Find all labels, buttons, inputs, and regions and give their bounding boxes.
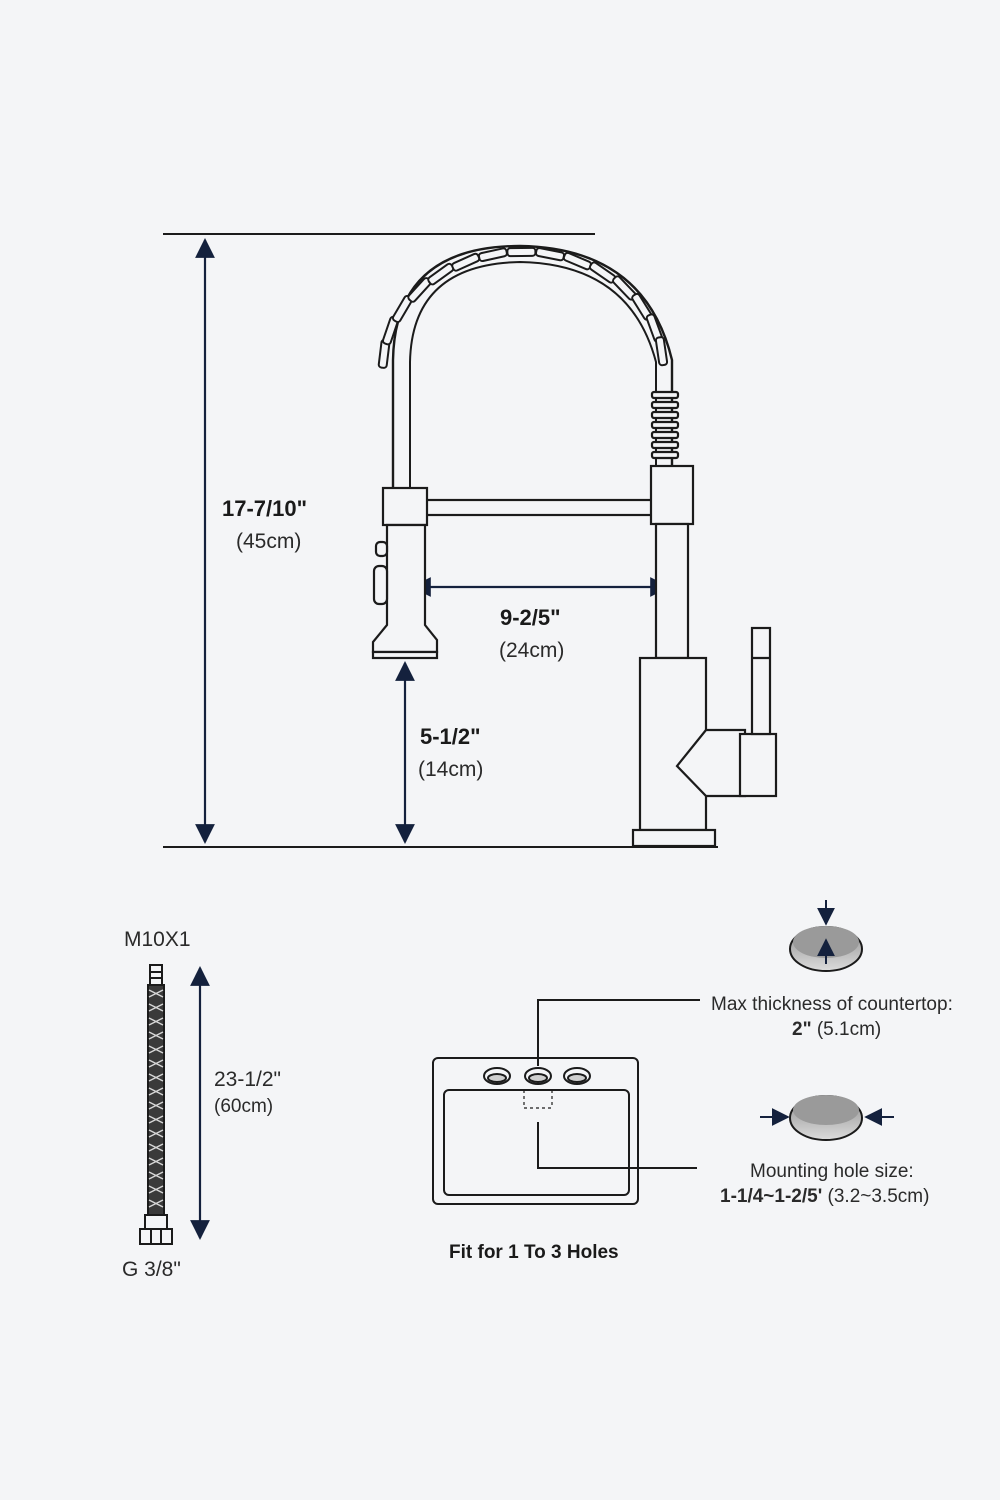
hose-braid-strand: [148, 1059, 164, 1068]
sprayer-button-bottom: [372, 564, 389, 606]
hose-length-metric: (60cm): [214, 1096, 274, 1117]
hose-braid-strand: [148, 1017, 164, 1026]
sprayer-nozzle: [371, 650, 439, 660]
mounting-hole-label: Mounting hole size:: [750, 1161, 914, 1182]
spring-coils: [377, 246, 669, 369]
sink-hole-right: [563, 1067, 591, 1085]
mounting-hole-icon: [760, 1095, 894, 1141]
total-height-label: 17-7/10": [222, 496, 308, 521]
mounting-hole-bold: 1-1/4~1-2/5': [720, 1186, 823, 1207]
faucet-base: [631, 828, 717, 848]
hose-braid-strand: [148, 1045, 164, 1054]
mounting-hole-metric: (3.2~3.5cm): [827, 1186, 930, 1207]
spring-coil: [654, 336, 669, 367]
hose-braid-strand: [148, 1101, 164, 1110]
spring-arch-inner: [409, 260, 657, 488]
countertop-leader-line: [537, 999, 700, 1066]
hose-braid-strand: [148, 989, 164, 998]
hose-bottom-fitting: [144, 1214, 168, 1230]
hose-length-label: 23-1/2": [214, 1068, 281, 1091]
coil-stack: [650, 390, 680, 460]
faucet-column: [654, 522, 690, 660]
hose-braid-strand: [148, 1171, 164, 1180]
hose-top-thread-label: M10X1: [124, 928, 191, 951]
spout-height-metric: (14cm): [418, 758, 484, 781]
spout-bar: [424, 498, 654, 517]
column-collar: [649, 464, 695, 526]
sprayer-holder: [381, 486, 429, 527]
countertop-thickness-bold: 2": [792, 1019, 812, 1040]
handle-knob: [738, 732, 778, 798]
hose-braid-strand: [148, 1073, 164, 1082]
reference-lines: [163, 233, 718, 848]
faucet-drawing: [371, 244, 778, 848]
hose-braid-strand: [148, 1199, 164, 1208]
handle-connector: [675, 728, 747, 798]
total-height-metric: (45cm): [236, 530, 302, 553]
sink-basin: [443, 1089, 630, 1196]
countertop-thickness-icon: [789, 900, 863, 972]
hose-braid-strand: [148, 1031, 164, 1040]
hose-braid: [147, 984, 165, 1216]
countertop-thickness-label: Max thickness of countertop:: [711, 994, 953, 1015]
spring-coil: [427, 262, 455, 286]
hose-braid-strand: [148, 1087, 164, 1096]
handle-lever: [750, 626, 772, 736]
hose-drawing: [139, 964, 173, 1245]
countertop-thickness-value: 2" (5.1cm): [792, 1019, 881, 1041]
hose-braid-strand: [148, 1003, 164, 1012]
sink-caption: Fit for 1 To 3 Holes: [449, 1242, 619, 1263]
sink-outline: [432, 1057, 639, 1205]
sprayer-button-top: [374, 540, 389, 558]
sink-hole-center: [524, 1067, 552, 1085]
spring-coil: [506, 246, 537, 258]
reach-label: 9-2/5": [500, 605, 561, 630]
hose-top-fitting: [149, 964, 163, 986]
hose-braid-strand: [148, 1185, 164, 1194]
hose-braid-strand: [148, 1115, 164, 1124]
hose-braid-strand: [148, 1157, 164, 1166]
hose-braid-strand: [148, 1143, 164, 1152]
hose-bottom-nut: [139, 1228, 173, 1245]
sink-drawing: [432, 999, 700, 1205]
reach-metric: (24cm): [499, 639, 565, 662]
countertop-thickness-metric: (5.1cm): [816, 1019, 882, 1040]
hose-bottom-thread-label: G 3/8": [122, 1258, 181, 1281]
spout-height-label: 5-1/2": [420, 724, 481, 749]
mounting-hole-value: 1-1/4~1-2/5' (3.2~3.5cm): [720, 1186, 929, 1208]
hose-braid-strand: [148, 1129, 164, 1138]
mounting-hole-leader-line: [537, 1122, 697, 1169]
hose-braid-pattern: [148, 989, 164, 1208]
sink-hole-left: [483, 1067, 511, 1085]
